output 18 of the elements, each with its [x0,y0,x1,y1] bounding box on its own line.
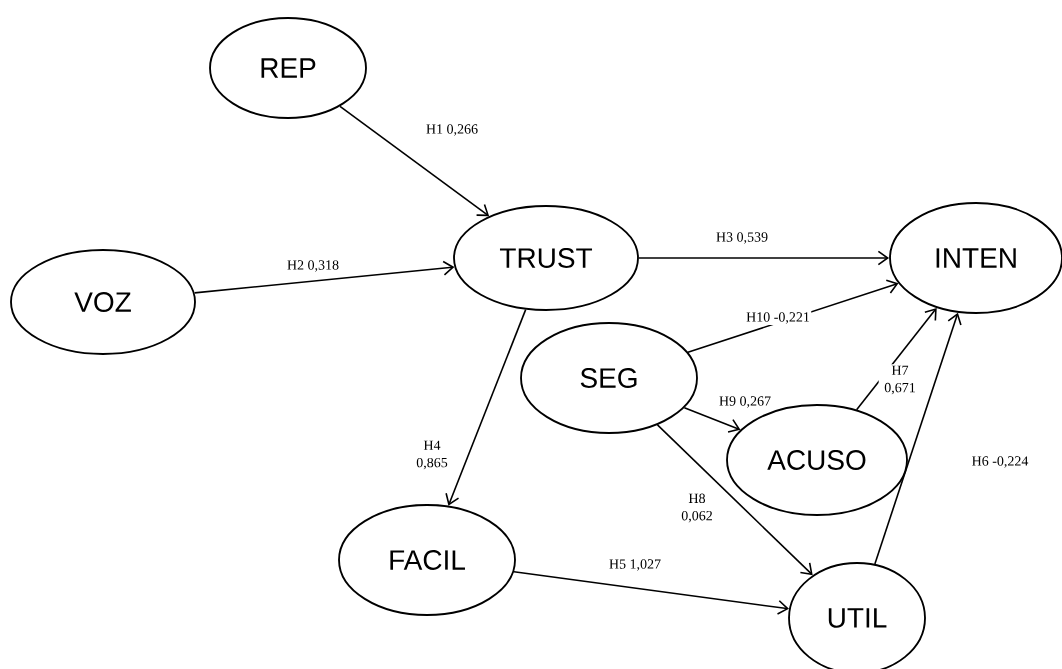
arrow [874,312,962,565]
edge-label: H8 0,062 [675,492,719,524]
edge-label: H5 1,027 [607,557,663,573]
edge-label: H10 -0,221 [744,310,812,326]
edge-label: H6 -0,224 [970,454,1030,470]
edge-label: H7 0,671 [878,364,922,396]
edge-label: H1 0,266 [424,122,480,138]
arrow [855,307,937,411]
arrow [513,570,789,615]
edge-label: H4 0,865 [410,439,454,471]
arrow [638,250,890,266]
edge-label: H2 0,318 [285,258,341,274]
arrow [656,424,813,576]
edge-label: H3 0,539 [714,230,770,246]
arrow [193,260,455,294]
arrow [683,406,741,433]
arrow [445,308,527,506]
arrow [339,105,490,217]
